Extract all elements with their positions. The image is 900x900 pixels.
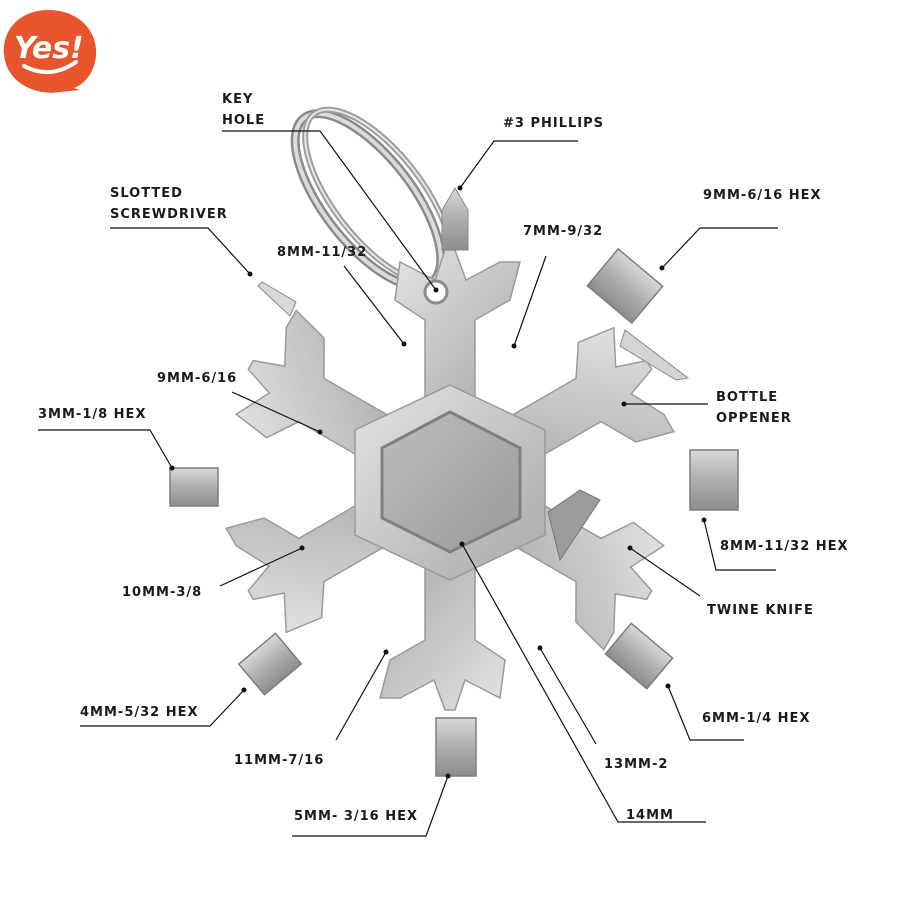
phillips-tip <box>441 187 469 251</box>
label-key-hole-line2: HOLE <box>222 113 265 128</box>
hex-bit-9mm <box>586 247 664 325</box>
hex-bit-5mm <box>435 717 477 777</box>
hex-bit-3mm <box>169 467 219 507</box>
label-7mm-9-32: 7MM-9/32 <box>523 224 603 239</box>
label-hex-6mm: 6MM-1/4 HEX <box>702 711 810 726</box>
logo-speech-bubble <box>3 10 97 93</box>
twine-knife-blade <box>547 489 601 562</box>
label-9mm-6-16: 9MM-6/16 <box>157 371 237 386</box>
snowflake-tool <box>169 187 739 777</box>
label-phillips: #3 PHILLIPS <box>503 116 604 131</box>
label-hex-4mm: 4MM-5/32 HEX <box>80 705 199 720</box>
label-14mm: 14MM <box>626 808 674 823</box>
logo-smile <box>22 60 78 74</box>
callout-labels: KEY HOLE #3 PHILLIPS SLOTTED SCREWDRIVER… <box>38 92 849 824</box>
logo-text: Yes! <box>14 31 84 66</box>
label-slotted-line1: SLOTTED <box>110 186 183 201</box>
label-11mm: 11MM-7/16 <box>234 753 324 768</box>
label-13mm: 13MM-2 <box>604 757 668 772</box>
leader-lines <box>38 130 778 837</box>
hex-bit-8mm <box>689 449 739 511</box>
label-10mm: 10MM-3/8 <box>122 585 202 600</box>
hex-bit-6mm <box>604 622 674 690</box>
label-key-hole-line1: KEY <box>222 92 253 107</box>
label-twine-knife: TWINE KNIFE <box>707 603 814 618</box>
label-slotted-line2: SCREWDRIVER <box>110 207 228 222</box>
hex-hole-14mm <box>380 410 522 554</box>
hex-bit-4mm <box>237 632 303 696</box>
label-hex-3mm: 3MM-1/8 HEX <box>38 407 146 422</box>
brand-logo: Yes! <box>3 10 97 93</box>
label-hex-9mm-6-16: 9MM-6/16 HEX <box>703 188 822 203</box>
label-hex-8mm: 8MM-11/32 HEX <box>720 539 849 554</box>
bottle-opener-hook <box>619 329 690 381</box>
label-8mm-11-32: 8MM-11/32 <box>277 245 367 260</box>
label-hex-5mm: 5MM- 3/16 HEX <box>294 809 418 824</box>
slotted-screwdriver-blade <box>257 281 297 317</box>
label-bottle-line2: OPPENER <box>716 411 792 426</box>
label-bottle-line1: BOTTLE <box>716 390 778 405</box>
